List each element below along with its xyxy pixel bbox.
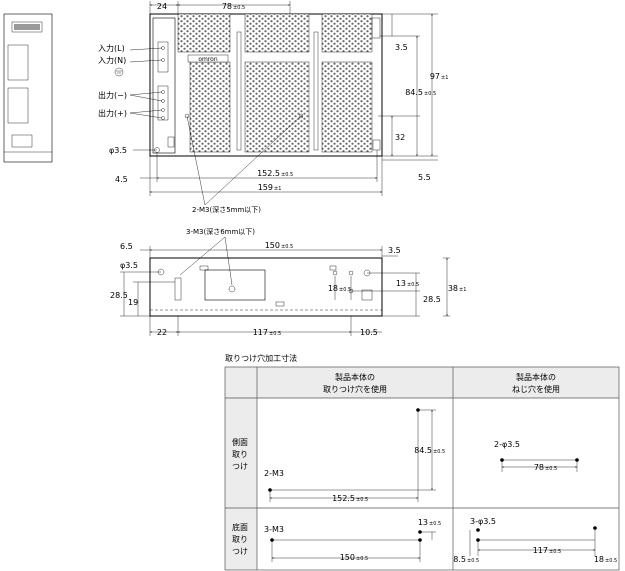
cell3-d150-tol: ±0.5 xyxy=(356,556,368,562)
row1-label-1: 側面 xyxy=(232,437,248,447)
bv-dim-18-tol: ±0.5 xyxy=(339,287,351,293)
cell4-d18: 18 xyxy=(594,555,604,564)
bv-dim-13: 13 xyxy=(396,279,406,288)
cell4-d117: 117 xyxy=(533,546,548,555)
dim-152-5: 152.5 xyxy=(257,169,280,178)
bv-dim-117: 117 xyxy=(253,328,268,337)
cell2-d78: 78 xyxy=(534,463,544,472)
cell2-hole: 2-φ3.5 xyxy=(494,440,520,449)
dim-32: 32 xyxy=(395,133,405,142)
col1-header-line2: 取りつけ穴を使用 xyxy=(323,384,387,394)
dim-97: 97 xyxy=(430,72,440,81)
cell1-d152-5: 152.5 xyxy=(332,494,355,503)
cell1-d84-5-tol: ±0.5 xyxy=(433,449,445,455)
cell1-screw: 2-M3 xyxy=(264,469,284,478)
bv-dim-19: 19 xyxy=(128,298,138,307)
bottom-view-dimensions xyxy=(120,236,450,336)
cell3-d13: 13 xyxy=(418,518,428,527)
dim-97-tol: ±1 xyxy=(441,75,448,81)
label-input-l: 入力(L) xyxy=(98,43,125,53)
cell3-d13-tol: ±0.5 xyxy=(429,521,441,527)
cell3-screw: 3-M3 xyxy=(264,525,284,534)
bv-dim-22: 22 xyxy=(157,328,167,337)
cell1-d84-5: 84.5 xyxy=(414,446,432,455)
dim-78-tol: ±0.5 xyxy=(233,5,245,11)
cell4-d8-5: 8.5 xyxy=(453,555,466,564)
bv-dim-117-tol: ±0.5 xyxy=(269,331,281,337)
col1-header-line1: 製品本体の xyxy=(335,372,375,382)
bv-dim-18: 18 xyxy=(328,284,338,293)
dim-159-tol: ±1 xyxy=(274,186,281,192)
cell4-hole: 3-φ3.5 xyxy=(470,517,496,526)
dim-4-5: 4.5 xyxy=(115,175,128,184)
mounting-table: 取りつけ穴加工寸法 製品本体の 取りつけ穴を使用 製品本体の ねじ穴を使用 側面… xyxy=(224,353,620,571)
row1-label-2: 取り xyxy=(232,450,248,459)
dim-84-5: 84.5 xyxy=(405,88,423,97)
dim-phi-3-5: φ3.5 xyxy=(109,146,127,155)
front-view-dimensions xyxy=(129,1,438,206)
side-view-thumbnail xyxy=(3,13,53,163)
bv-dim-3-5: 3.5 xyxy=(388,246,401,255)
cell4-d18-tol: ±0.5 xyxy=(605,558,617,564)
row2-label-3: つけ xyxy=(232,547,248,556)
row1-label-3: つけ xyxy=(232,462,248,471)
brand-logo: omron xyxy=(198,56,218,63)
dim-5-5: 5.5 xyxy=(418,173,431,182)
cell2-d78-tol: ±0.5 xyxy=(545,466,557,472)
dim-78: 78 xyxy=(222,2,232,11)
ground-icon xyxy=(114,67,124,77)
note-3-m3: 3-M3(深さ6mm以下) xyxy=(186,227,255,236)
col2-header-line1: 製品本体の xyxy=(516,372,556,382)
note-2-m3: 2-M3(深さ5mm以下) xyxy=(192,205,261,214)
bv-dim-13-tol: ±0.5 xyxy=(407,282,419,288)
cell1-d152-5-tol: ±0.5 xyxy=(356,497,368,503)
dim-3-5: 3.5 xyxy=(395,43,408,52)
bv-dim-phi-3-5: φ3.5 xyxy=(120,261,138,270)
dim-84-5-tol: ±0.5 xyxy=(424,91,436,97)
dim-159: 159 xyxy=(258,183,273,192)
bv-dim-38: 38 xyxy=(448,284,458,293)
bv-dim-28-5-right: 28.5 xyxy=(423,295,441,304)
bv-dim-38-tol: ±1 xyxy=(459,287,466,293)
cell3-d150: 150 xyxy=(340,553,355,562)
row2-label-2: 取り xyxy=(232,535,248,544)
table-title: 取りつけ穴加工寸法 xyxy=(225,353,297,363)
cell-side-tap: 2-φ3.5 78 ±0.5 xyxy=(494,440,579,472)
row2-label-1: 底面 xyxy=(232,522,248,532)
dim-152-5-tol: ±0.5 xyxy=(281,172,293,178)
cell-side-mount: 2-M3 152.5 ±0.5 84.5 ±0.5 xyxy=(264,408,445,503)
cell-bottom-mount: 3-M3 150 ±0.5 13 ±0.5 xyxy=(264,518,441,562)
cell-bottom-tap: 3-φ3.5 8.5 ±0.5 117 ±0.5 18 ±0.5 xyxy=(453,517,617,564)
cell4-d117-tol: ±0.5 xyxy=(549,549,561,555)
dim-24: 24 xyxy=(157,2,167,11)
col2-header-line2: ねじ穴を使用 xyxy=(512,384,560,394)
bv-dim-6-5: 6.5 xyxy=(120,242,133,251)
bv-dim-28-5-left: 28.5 xyxy=(110,291,128,300)
bv-dim-10-5: 10.5 xyxy=(360,328,378,337)
label-output-plus: 出力(+) xyxy=(98,108,127,118)
bv-dim-150-tol: ±0.5 xyxy=(281,244,293,250)
bottom-view-labels: 3-M3(深さ6mm以下) 6.5 150 ±0.5 3.5 φ3.5 28.5… xyxy=(110,227,466,337)
front-view: omron xyxy=(114,13,383,157)
label-output-minus: 出力(−) xyxy=(98,90,127,100)
cell4-d8-5-tol: ±0.5 xyxy=(467,558,479,564)
bv-dim-150: 150 xyxy=(265,241,280,250)
label-input-n: 入力(N) xyxy=(98,55,126,65)
front-view-labels: 24 78 ±0.5 3.5 97 ±1 84.5 ±0.5 32 5.5 4.… xyxy=(98,2,448,214)
